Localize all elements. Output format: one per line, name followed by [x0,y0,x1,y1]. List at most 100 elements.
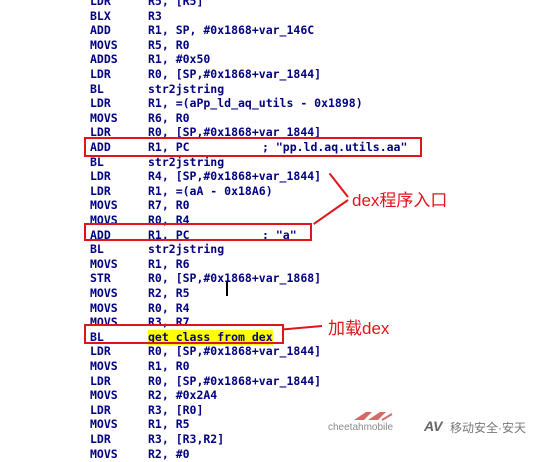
asm-line: MOVS R2, #0x2A4 [0,388,550,403]
asm-operand: R1, =(aA - 0x18A6) [148,183,273,198]
asm-line: LDR R1, =(aPp_ld_aq_utils - 0x1898) [0,96,550,111]
asm-line: MOVS R0, R4 [0,301,550,316]
asm-line: BL get_class_from_dex [0,329,550,345]
asm-operand: R7, R0 [148,198,190,213]
asm-operand: R1, #0x50 [148,52,211,67]
asm-mnemonic: MOVS [90,300,118,315]
asm-mnemonic: BL [90,81,104,96]
asm-mnemonic: LDR [90,373,111,388]
asm-mnemonic: MOVS [90,388,118,403]
asm-mnemonic: ADD [90,23,111,38]
asm-mnemonic: MOVS [90,359,118,373]
asm-operand: R0, [SP,#0x1868+var_1868] [148,271,322,286]
asm-mnemonic: MOVS [90,286,118,300]
asm-operand: str2jstring [148,81,225,96]
asm-line: BLX R3 [0,9,550,24]
asm-line: LDR R4, [SP,#0x1868+var_1844] [0,169,550,184]
asm-mnemonic: LDR [90,169,111,184]
asm-operand: R5, [R5] [148,0,204,8]
watermark-cheetahmobile: cheetahmobile [328,422,394,433]
asm-line: LDR R5, [R5] [0,0,550,9]
asm-operand: R1, SP, #0x1868+var_146C [148,23,315,38]
asm-line: LDR R0, [SP,#0x1868+var_1844] [0,344,550,359]
asm-mnemonic: BL [90,242,104,257]
asm-line: LDR R3, [R0] [0,403,550,418]
watermark-av-logo: AV [424,418,443,434]
asm-mnemonic: STR [90,271,111,286]
asm-operand: R3 [148,8,162,23]
asm-line: BL str2jstring [0,82,550,97]
asm-operand: R1, R0 [148,359,190,373]
asm-line: ADD R1, PC ; "a" [0,228,550,243]
asm-operand: R1, PC [148,227,190,242]
highlight-box-get-class-call [84,324,284,344]
asm-line: MOVS R2, #0 [0,447,550,462]
asm-mnemonic: LDR [90,402,111,417]
asm-comment: ; "pp.ld.aq.utils.aa" [262,140,408,154]
asm-operand: R1, PC [148,140,190,154]
asm-mnemonic: LDR [90,67,111,81]
asm-line: LDR R0, [SP,#0x1868+var_1844] [0,125,550,140]
asm-mnemonic: LDR [90,432,111,446]
asm-line: MOVS R2, R5 [0,286,550,301]
asm-operand: str2jstring [148,154,225,169]
asm-operand-highlighted[interactable]: get_class_from_dex [148,329,273,345]
asm-operand: R0, [SP,#0x1868+var_1844] [148,125,322,140]
asm-operand: R3, [R0] [148,402,204,417]
asm-line: BL str2jstring [0,242,550,257]
asm-mnemonic: LDR [90,344,111,359]
asm-mnemonic: MOVS [90,110,118,125]
asm-operand: R0, [SP,#0x1868+var_1844] [148,67,322,81]
asm-mnemonic: ADD [90,140,111,154]
asm-line: MOVS R1, R0 [0,359,550,374]
asm-mnemonic: MOVS [90,256,118,271]
asm-operand: R2, #0 [148,446,190,461]
asm-operand: R2, #0x2A4 [148,388,218,403]
asm-operand: R0, R4 [148,300,190,315]
highlight-box-package-string [84,137,422,157]
asm-operand: str2jstring [148,242,225,257]
asm-mnemonic: LDR [90,0,111,8]
asm-mnemonic: MOVS [90,37,118,52]
asm-operand: R3, [R3,R2] [148,432,225,446]
asm-mnemonic: LDR [90,96,111,111]
watermark-brand: 移动安全·安天 [450,421,526,435]
asm-comment: ; "a" [262,227,297,242]
asm-mnemonic: BL [90,329,104,344]
asm-mnemonic: ADDS [90,52,118,67]
asm-operand: R1, =(aPp_ld_aq_utils - 0x1898) [148,96,363,111]
asm-operand: R1, R5 [148,417,190,432]
asm-mnemonic: MOVS [90,446,118,461]
highlight-box-method-string [84,223,312,241]
asm-mnemonic: BLX [90,8,111,23]
asm-line: LDR R0, [SP,#0x1868+var_1844] [0,67,550,82]
asm-operand: R0, [SP,#0x1868+var_1844] [148,373,322,388]
asm-mnemonic: ADD [90,227,111,242]
asm-operand: R4, [SP,#0x1868+var_1844] [148,169,322,184]
asm-mnemonic: LDR [90,183,111,198]
asm-line: ADDS R1, #0x50 [0,52,550,67]
asm-line: ADD R1, SP, #0x1868+var_146C [0,23,550,38]
asm-line: MOVS R6, R0 [0,111,550,126]
asm-line: LDR R1, =(aA - 0x18A6) [0,184,550,199]
asm-line: STR R0, [SP,#0x1868+var_1868] [0,271,550,286]
asm-mnemonic: MOVS [90,417,118,432]
annotation-load-dex: 加载dex [328,319,390,338]
asm-operand: R1, R6 [148,256,190,271]
asm-mnemonic: BL [90,154,104,169]
asm-line: BL str2jstring [0,155,550,170]
asm-line: MOVS R7, R0 [0,198,550,213]
asm-line: ADD R1, PC ; "pp.ld.aq.utils.aa" [0,140,550,155]
cheetah-logo-icon [354,412,393,421]
asm-operand: R6, R0 [148,110,190,125]
asm-operand: R0, [SP,#0x1868+var_1844] [148,344,322,359]
asm-line: MOVS R1, R6 [0,257,550,272]
asm-mnemonic: MOVS [90,198,118,213]
text-cursor [226,282,228,296]
asm-operand: R2, R5 [148,286,190,300]
asm-line: LDR R0, [SP,#0x1868+var_1844] [0,374,550,389]
asm-mnemonic: LDR [90,125,111,140]
annotation-dex-entry: dex程序入口 [352,191,448,210]
